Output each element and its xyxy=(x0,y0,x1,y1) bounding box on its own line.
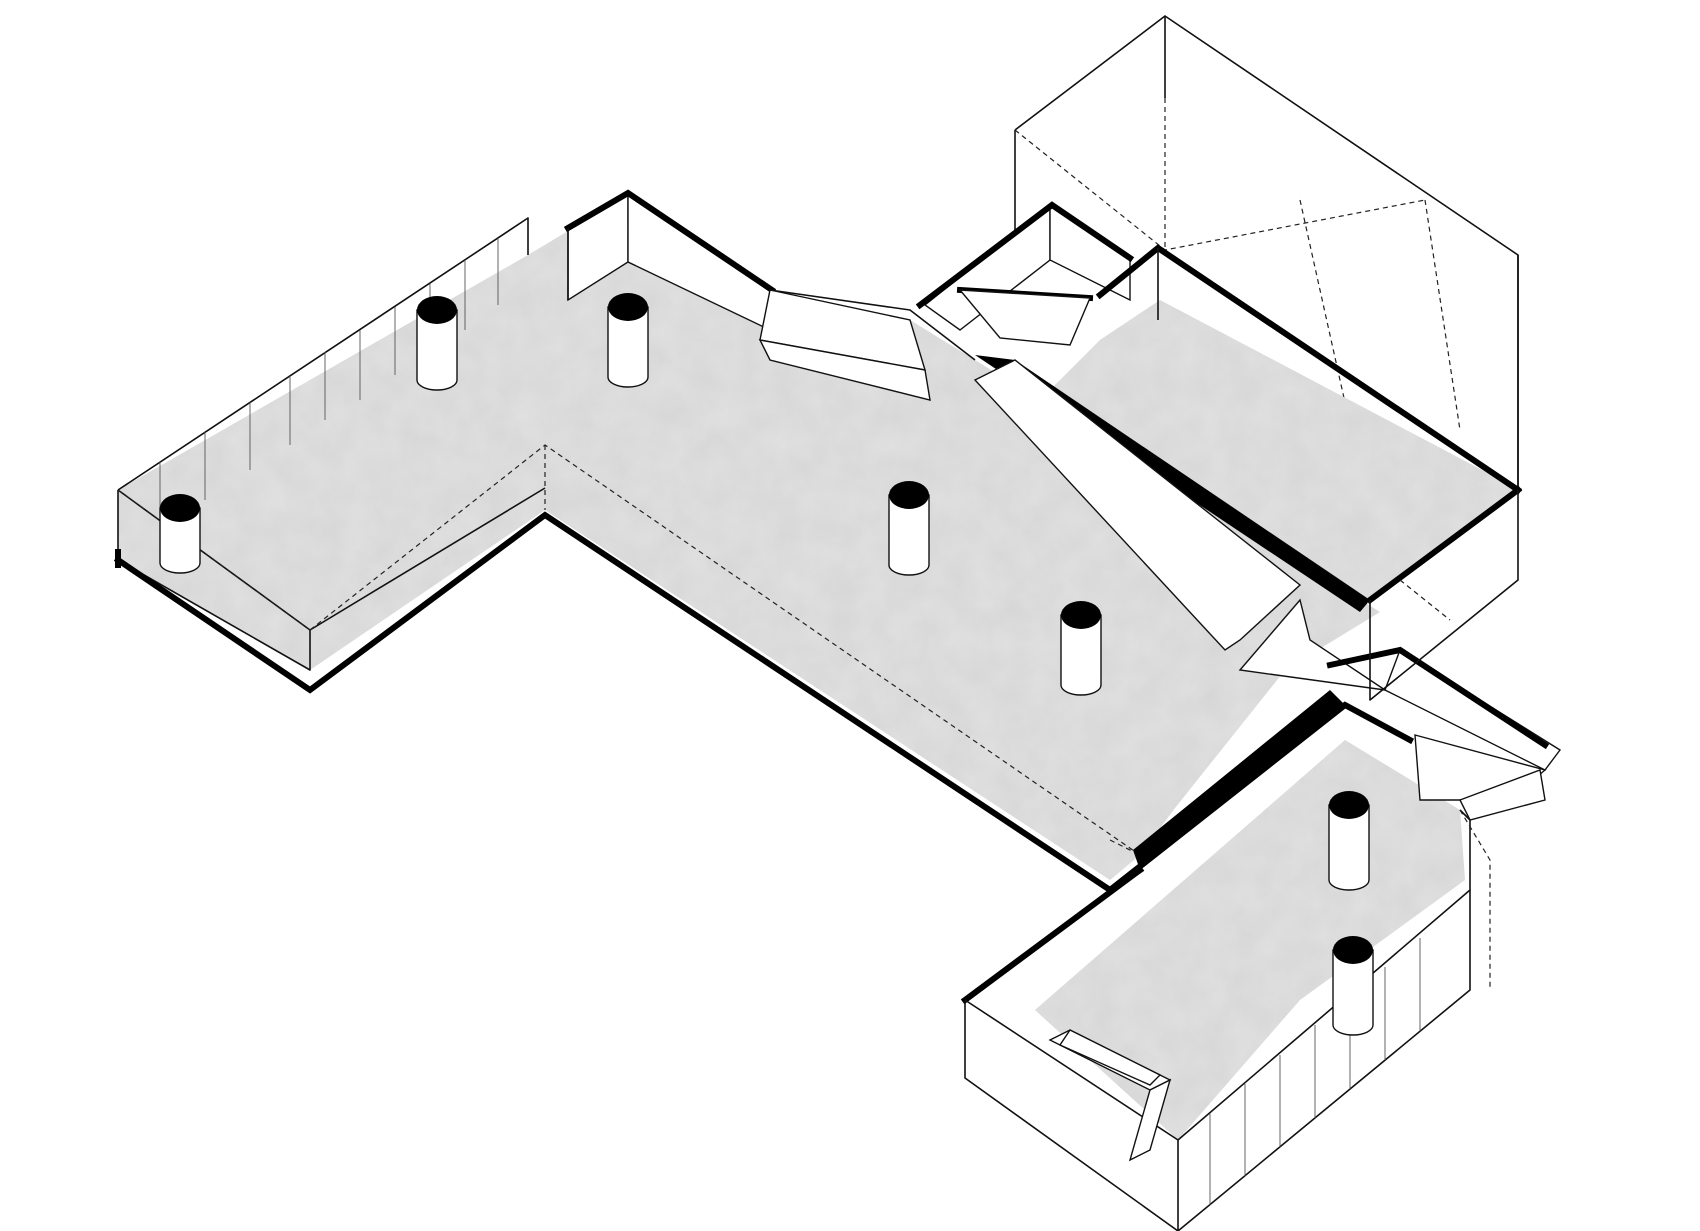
dark-wall-strip-lower xyxy=(1133,690,1345,870)
wedge-ramp xyxy=(1238,598,1562,801)
lower-room-walls xyxy=(960,701,1546,1231)
dark-wall-strip-upper xyxy=(973,355,1370,651)
column xyxy=(416,296,458,391)
column xyxy=(159,494,201,574)
column xyxy=(888,481,930,576)
column xyxy=(1328,791,1370,891)
upper-room-glazed-face xyxy=(1369,490,1519,701)
upper-room-floor xyxy=(1050,300,1520,600)
column xyxy=(607,293,649,388)
back-wall xyxy=(563,189,777,332)
ramp-upper xyxy=(758,289,976,401)
column xyxy=(1332,936,1374,1036)
stair-element xyxy=(1048,1029,1172,1162)
column xyxy=(1060,601,1102,696)
slab-edge-thick xyxy=(113,511,1115,895)
small-room-walls xyxy=(915,201,1523,605)
columns xyxy=(159,293,1374,1036)
